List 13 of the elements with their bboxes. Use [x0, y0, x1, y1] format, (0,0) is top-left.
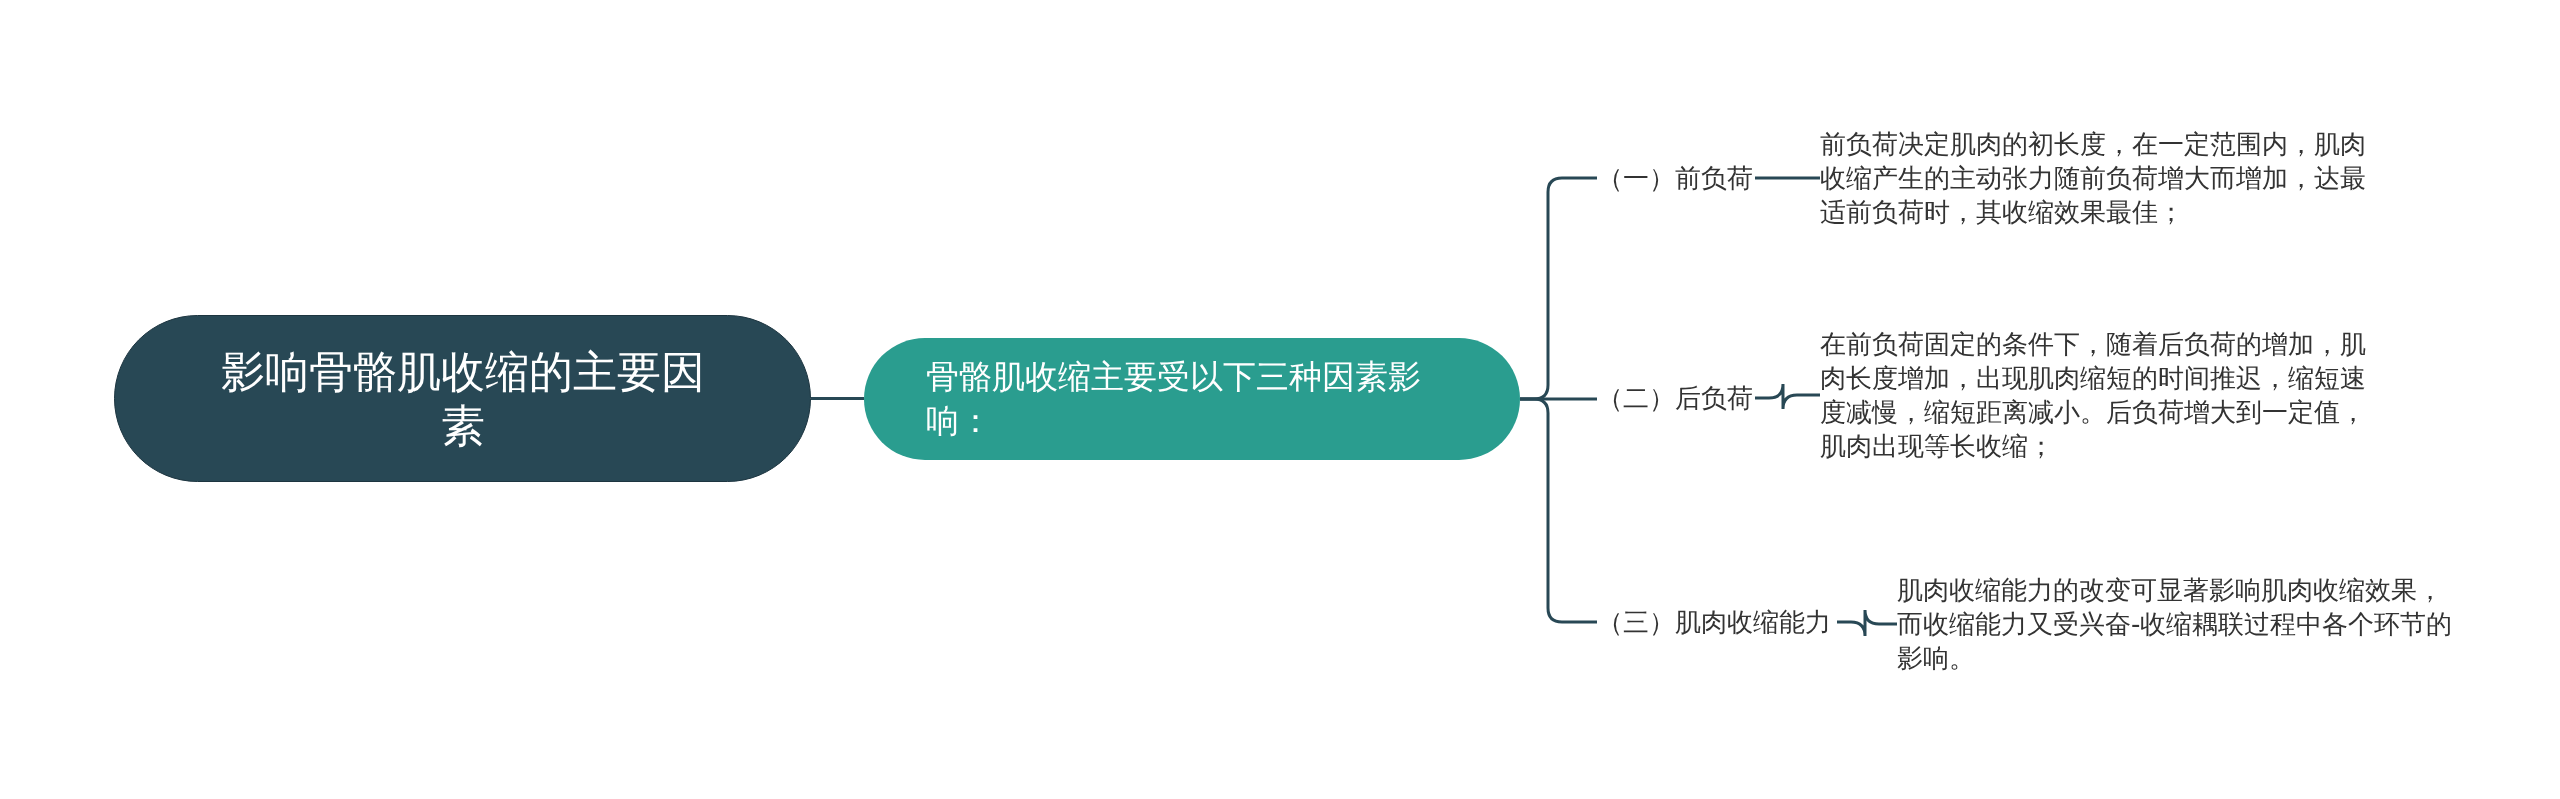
root-topic-pill: 影响骨骼肌收缩的主要因素 — [114, 315, 811, 482]
description-text: 在前负荷固定的条件下，随着后负荷的增加，肌肉长度增加，出现肌肉缩短的时间推迟，缩短速度减慢，缩短距离减小。后负荷增大到一定值，肌肉出现等长收缩； — [1820, 309, 2380, 481]
subtopic-pill: 骨骼肌收缩主要受以下三种因素影响： — [864, 338, 1520, 460]
description-text: 肌肉收缩能力的改变可显著影响肌肉收缩效果，而收缩能力又受兴奋-收缩耦联过程中各个环节的影响。 — [1897, 572, 2457, 676]
connector-line — [811, 397, 864, 400]
branch-label: （二）后负荷 — [1597, 376, 1755, 420]
connector-line — [1755, 382, 1820, 411]
description-text: 前负荷决定肌肉的初长度，在一定范围内，肌肉收缩产生的主动张力随前负荷增大而增加，达最适前负荷时，其收缩效果最佳； — [1820, 126, 2380, 230]
connector-line — [1837, 608, 1897, 638]
connector-line — [1755, 176, 1820, 180]
branch-label: （一）前负荷 — [1597, 156, 1755, 200]
branch-label: （三）肌肉收缩能力 — [1597, 600, 1837, 644]
connector-line — [1520, 397, 1597, 624]
